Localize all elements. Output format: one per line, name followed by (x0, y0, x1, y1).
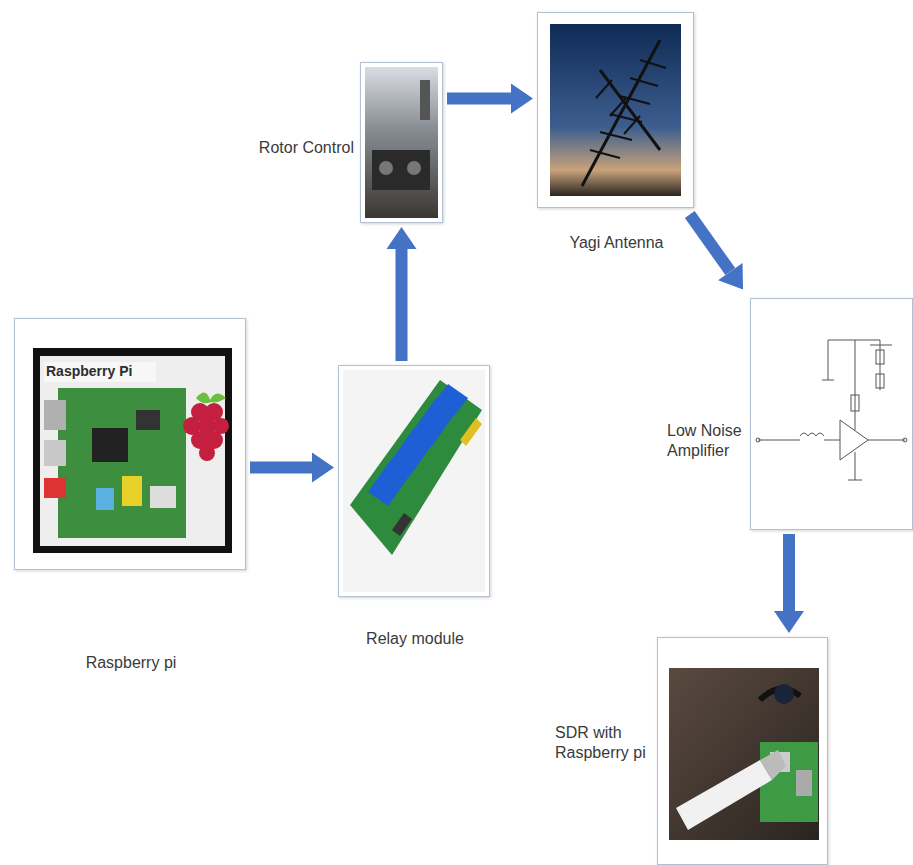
relay-module-photo (343, 370, 485, 592)
arrow-head (511, 84, 533, 114)
flow-arrow (685, 211, 743, 289)
node-label: Rotor Control (233, 138, 354, 158)
node-label: Relay module (339, 629, 491, 649)
arrow-head (312, 453, 334, 483)
arrow-shaft (447, 93, 511, 105)
photo-box: Low Noise Amplifier (750, 298, 913, 530)
node-label: Low Noise Amplifier (667, 421, 747, 461)
photo-box: Yagi Antenna (537, 12, 694, 208)
lna-schematic (756, 340, 907, 480)
flow-arrow (387, 227, 417, 361)
arrow-shaft (250, 462, 312, 474)
rotor-control-photo (365, 67, 438, 218)
arrow-shaft (783, 534, 795, 611)
photo-box: Relay module (338, 365, 490, 597)
flow-arrow (447, 84, 533, 114)
node-label: Yagi Antenna (538, 233, 695, 253)
photo-box: Rotor Control (360, 62, 443, 223)
photo-box: Raspberry pi (14, 318, 246, 570)
arrow-head (387, 227, 417, 249)
raspberry-pi-photo (33, 348, 232, 553)
node-label: SDR with Raspberry pi (555, 723, 656, 763)
yagi-antenna-photo (550, 24, 681, 196)
photo-caption-text: Raspberry Pi (46, 363, 132, 379)
arrow-shaft (685, 211, 735, 275)
flow-arrow (774, 534, 804, 633)
flow-arrow (250, 453, 334, 483)
node-label: Raspberry pi (15, 653, 247, 673)
sdr-photo (669, 668, 819, 840)
arrow-head (718, 263, 743, 290)
arrow-shaft (396, 249, 408, 361)
arrow-head (774, 611, 804, 633)
photo-box: SDR with Raspberry pi (657, 637, 828, 865)
